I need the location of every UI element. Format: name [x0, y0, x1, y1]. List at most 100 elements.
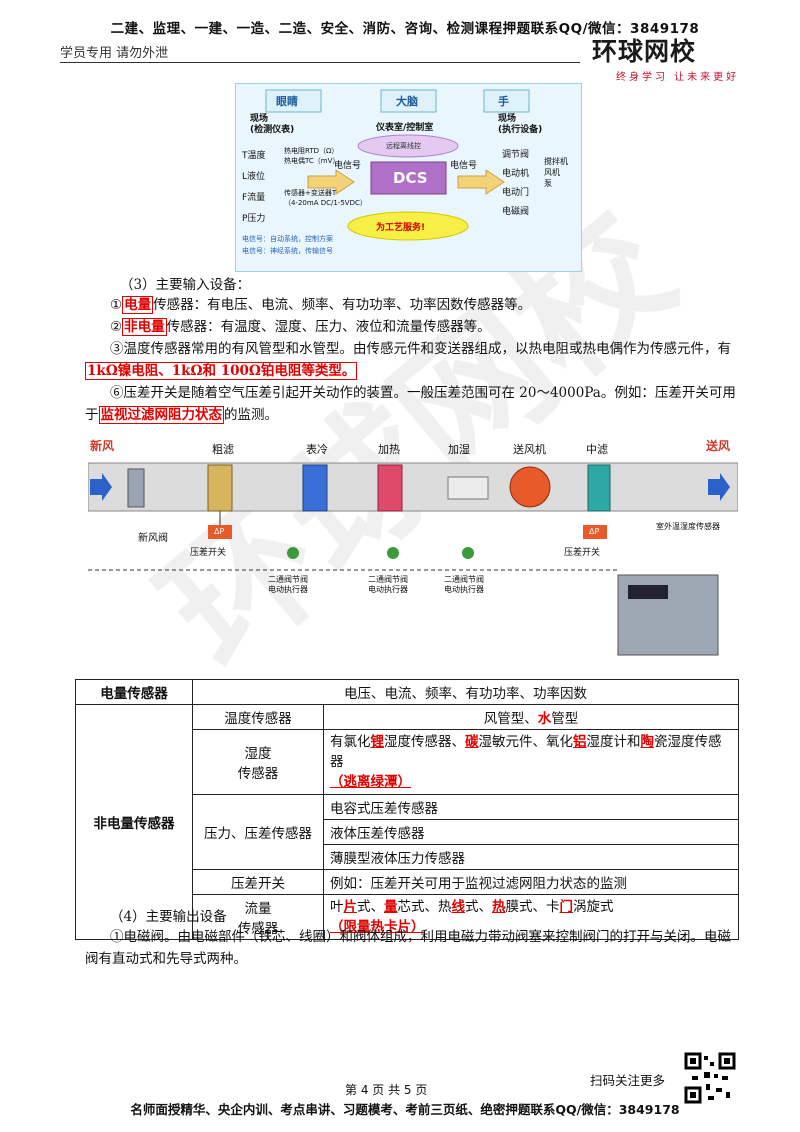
hum-key-2: 碳 — [465, 734, 479, 750]
humidifier — [447, 476, 489, 500]
cloud-top — [357, 134, 459, 158]
medium-filter-label: 中滤 — [586, 443, 608, 456]
input-l: L液位 — [242, 172, 266, 182]
dp-label-1: ΔP — [214, 527, 225, 536]
humidify-label: 加湿 — [448, 443, 470, 456]
dcs-diagram: 眼睛 大脑 手 现场 (检测仪表) 仪表室/控制室 现场 (执行设备) T温度 … — [235, 83, 582, 272]
table-cell: 电容式压差传感器 — [323, 794, 739, 820]
item1-text: 传感器：有电压、电流、频率、有功功率、功率因数传感器等。 — [153, 297, 532, 313]
flow-mnemonic: （限量热卡片） — [330, 919, 425, 935]
section4-text: ①电磁阀。由电磁部件（铁芯、线圈）和阀体组成，利用电磁力带动阀塞来控制阀门的打开… — [85, 929, 731, 967]
field-actuators-label: 现场 (执行设备) — [498, 114, 543, 135]
header-rule — [60, 62, 580, 63]
table-cell: 温度传感器 — [192, 704, 324, 730]
dp-label-2: ΔP — [589, 527, 600, 536]
flow-desc-2: 式、 — [357, 899, 384, 915]
fan-label: 送风机 — [513, 443, 546, 456]
heating-label: 加热 — [378, 443, 400, 456]
table-cell: 压力、压差传感器 — [192, 794, 324, 870]
field-instruments-label: 现场 (检测仪表) — [250, 114, 295, 135]
item6-text: ⑥压差开关是随着空气压差引起开关动作的装置。一般压差范围可在 20～4000Pa… — [85, 385, 736, 423]
cooling-coil — [302, 464, 328, 512]
qr-code-icon — [684, 1052, 736, 1104]
header-note: 学员专用 请勿外泄 — [60, 46, 169, 61]
hum-desc-3: 湿敏元件、氧化 — [478, 734, 574, 750]
item6-end: 的监测。 — [224, 407, 278, 423]
table-cell: 湿度 传感器 — [192, 729, 324, 795]
damper — [127, 468, 145, 508]
section3-heading: （3）主要输入设备： — [120, 277, 251, 293]
coarse-filter — [207, 464, 233, 512]
input-t: T温度 — [242, 151, 266, 161]
transmitter-label: 传感器+变送器T — [284, 189, 337, 197]
ahu-diagram-svg — [88, 462, 738, 656]
hum-desc-2: 湿度传感器、 — [384, 734, 465, 750]
arrow-in — [307, 169, 355, 195]
brain-box — [380, 89, 437, 113]
hum-key-4: 陶 — [640, 734, 655, 750]
table-row: 压力、压差传感器 电容式压差传感器 — [76, 794, 739, 870]
output-valve: 调节阀 — [502, 150, 530, 160]
temp-desc-keyword: 水 — [537, 711, 552, 727]
hum-desc-4: 湿度计和 — [586, 734, 641, 750]
item1-prefix: ① — [110, 297, 123, 313]
eye-box — [265, 89, 322, 113]
heating-coil — [377, 464, 403, 512]
item1-highlight: 电量 — [122, 296, 154, 314]
dp-switch-label-1: 压差开关 — [190, 548, 227, 558]
table-cell: 电量传感器 — [75, 679, 193, 705]
input-p: P压力 — [242, 214, 266, 224]
flow-desc-3: 芯式、热 — [397, 899, 452, 915]
table-row: 薄膜型液体压力传感器 — [76, 844, 739, 870]
hum-key-3: 铝 — [573, 734, 587, 750]
output-fan: 风机 — [544, 168, 560, 177]
rtd-label: 热电阻RTD（Ω） — [284, 147, 339, 155]
table-row: 液体压差传感器 — [76, 819, 739, 845]
table-row: 非电量传感器 温度传感器 风管型、水管型 — [75, 704, 739, 940]
sensor-table: 电量传感器 电压、电流、频率、有功功率、功率因数 非电量传感器 温度传感器 风管… — [75, 679, 739, 940]
output-pump: 泵 — [544, 179, 552, 188]
table-row: 流量 传感器 叶片式、量芯式、热线式、热膜式、卡门涡旋式 （限量热卡片） — [76, 894, 739, 940]
header-title: 二建、监理、一建、一造、二造、安全、消防、咨询、检测课程押题联系QQ/微信：38… — [110, 21, 700, 37]
flow-desc-1: 叶 — [330, 899, 344, 915]
section3-item6: ⑥压差开关是随着空气压差引起开关动作的装置。一般压差范围可在 20～4000Pa… — [85, 382, 740, 426]
valve-label-2: 二通阀节阀 电动执行器 — [368, 575, 408, 594]
hand-label: 手 — [498, 95, 509, 108]
footer-line: 名师面授精华、央企内训、考点串讲、习题模考、考前三页纸、绝密押题联系QQ/微信：… — [130, 1102, 680, 1117]
damper-label: 新风阀 — [138, 533, 168, 544]
eye-label: 眼睛 — [276, 95, 298, 108]
note-2: 电信号：神经系统，传输信号 — [242, 247, 333, 255]
temp-desc-a: 风管型、 — [483, 711, 538, 727]
fan — [509, 466, 551, 508]
item3-highlight: 1kΩ镍电阻、1kΩ和 100Ω铂电阻等类型。 — [85, 362, 358, 380]
dcs-diagram-svg — [265, 89, 530, 241]
hum-mnemonic: （逃离绿潭） — [330, 774, 411, 790]
flow-desc-5: 膜式、卡 — [505, 899, 560, 915]
table-cell: 流量 传感器 — [192, 894, 324, 940]
section4-heading: （4）主要输出设备 — [110, 909, 227, 925]
supply-air-label: 送风 — [706, 439, 731, 453]
table-cell: 电压、电流、频率、有功功率、功率因数 — [192, 679, 739, 705]
table-cell: 液体压差传感器 — [323, 819, 739, 845]
dcs-box — [370, 161, 447, 195]
flow-desc-4: 式、 — [465, 899, 492, 915]
output-list: 调节阀 电动机 电动门 电磁阀 — [502, 146, 529, 222]
arrow-supply-air — [708, 473, 730, 501]
page-number: 第 4 页 共 5 页 — [345, 1083, 428, 1097]
item6-highlight: 监视过滤网阻力状态 — [98, 406, 224, 424]
scan-label: 扫码关注更多 — [590, 1073, 666, 1088]
control-room-label: 仪表室/控制室 — [376, 123, 434, 133]
cooling-label: 表冷 — [306, 443, 328, 456]
table-cell: 薄膜型液体压力传感器 — [323, 844, 739, 870]
signal-out-label: 电信号 — [450, 161, 478, 171]
brand-logo: 环球网校 终身学习 让未来更好 — [592, 32, 742, 83]
dp-sensor-2 — [583, 525, 607, 539]
cloud-top-label: 远程离线控 — [386, 142, 421, 150]
valve-1 — [287, 547, 299, 559]
flow-key-5: 门 — [559, 899, 574, 915]
note-1: 电信号：自动系统，控制方案 — [242, 235, 333, 243]
flow-key-2: 量 — [384, 899, 398, 915]
table-cell: 叶片式、量芯式、热线式、热膜式、卡门涡旋式 （限量热卡片） — [323, 894, 739, 940]
